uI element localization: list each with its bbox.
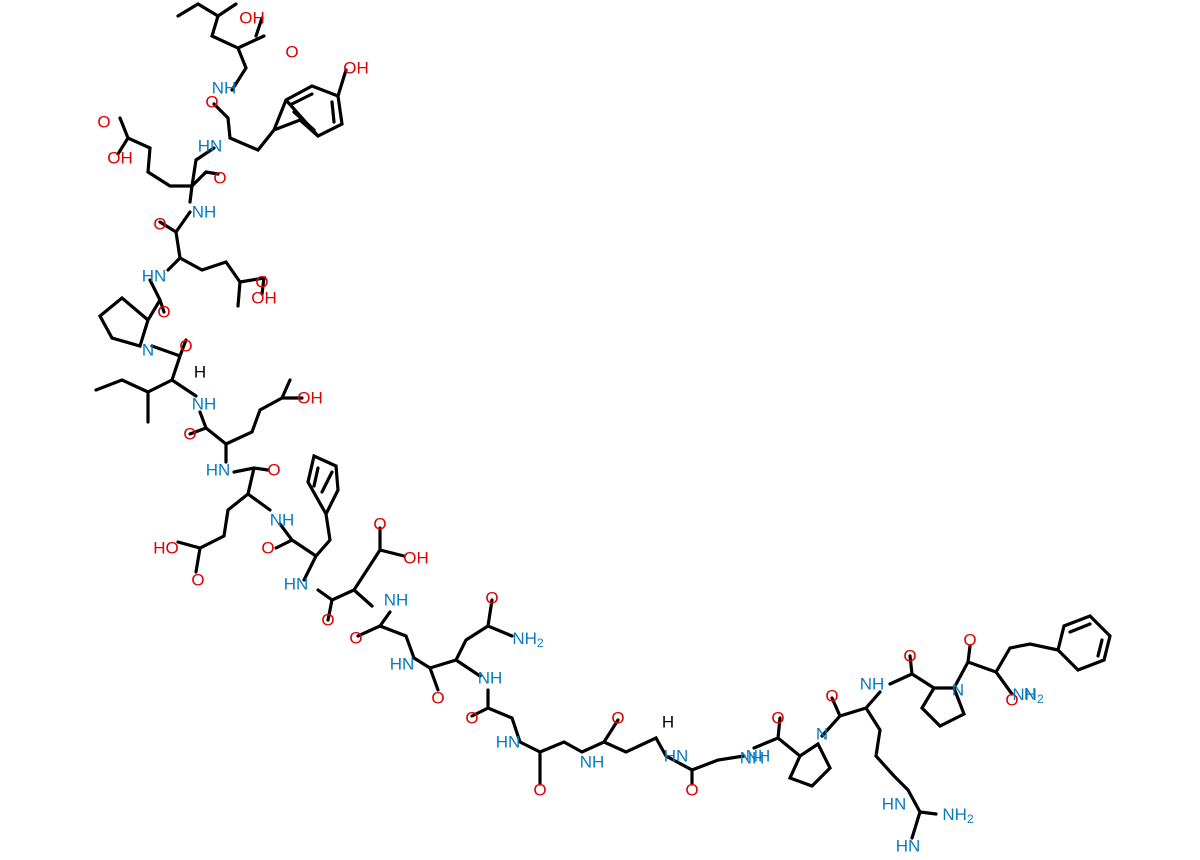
- atom-label: OH: [239, 9, 265, 28]
- atom-label: HN: [664, 747, 689, 766]
- atom-label: O: [903, 647, 916, 666]
- glutamate-residue-2: [158, 210, 266, 308]
- glutamate-residue-1: [116, 116, 220, 204]
- proline-residue-2: [752, 716, 832, 788]
- atom-label: N: [142, 341, 154, 360]
- glycine-chain: [470, 688, 746, 786]
- atom-label: NH: [860, 675, 885, 694]
- atom-label: H: [194, 363, 206, 382]
- atom-label: O: [191, 571, 204, 590]
- atom-label: O: [963, 631, 976, 650]
- phenylalanine-ring-2: [1068, 622, 1104, 658]
- atom-label: NH: [270, 511, 295, 530]
- atom-label: HN: [284, 575, 309, 594]
- leucine-residue: [176, 2, 266, 92]
- atom-label: OH: [403, 549, 429, 568]
- proline-phenylalanine-segment: [888, 614, 1112, 728]
- atom-label: O: [157, 303, 170, 322]
- atom-label: HN: [496, 733, 521, 752]
- atom-label: OH: [297, 389, 323, 408]
- phenylalanine-residue-1: [274, 453, 340, 582]
- atom-label: HN: [198, 137, 223, 156]
- atom-label: NH2: [942, 805, 974, 827]
- atom-label: O: [255, 273, 268, 292]
- atom-label: HN: [896, 837, 921, 856]
- atom-label: O: [183, 425, 196, 444]
- atom-label: HN: [390, 655, 415, 674]
- atom-label: H: [662, 713, 674, 732]
- atom-label: NH2: [512, 629, 544, 651]
- tyrosine-inner-ring: [290, 92, 336, 132]
- atom-label: O: [213, 169, 226, 188]
- atom-label: N: [1024, 685, 1036, 704]
- phenylalanine-ring-1: [312, 466, 334, 494]
- atom-label: NH: [746, 747, 771, 766]
- atom-label: OH: [343, 59, 369, 78]
- atom-label: OH: [107, 149, 133, 168]
- atom-label: O: [825, 687, 838, 706]
- atom-label: O: [431, 689, 444, 708]
- atom-label: NH: [212, 79, 237, 98]
- atom-label: NH: [478, 669, 503, 688]
- atom-label: O: [349, 629, 362, 648]
- glutamate-residue-3: [188, 378, 304, 464]
- atom-label: HN: [206, 461, 231, 480]
- atom-label: O: [465, 709, 478, 728]
- atom-label: O: [685, 781, 698, 800]
- atom-label: NH: [192, 395, 217, 414]
- atom-label: O: [485, 589, 498, 608]
- atom-label: O: [153, 215, 166, 234]
- atom-label: N: [816, 725, 828, 744]
- atom-label: O: [533, 781, 546, 800]
- atom-label: NH: [740, 749, 765, 768]
- tyrosine-residue: [212, 68, 348, 152]
- atom-label: O: [373, 515, 386, 534]
- atom-label: NH2: [1012, 685, 1044, 707]
- proline-residue-1: [97, 278, 166, 348]
- atom-label: HN: [142, 267, 167, 286]
- aspartate-residue: [316, 526, 406, 622]
- atom-label: O: [261, 539, 274, 558]
- atom-label: O: [179, 337, 192, 356]
- bond-layer: [94, 2, 1112, 840]
- glutamate-residue-4: [176, 466, 272, 574]
- atom-label: O: [1005, 691, 1018, 710]
- atom-label: O: [267, 461, 280, 480]
- isoleucine-residue: [94, 338, 198, 424]
- atom-label: O: [285, 43, 298, 62]
- atom-label: HO: [153, 539, 179, 558]
- atom-label: NH: [384, 591, 409, 610]
- atom-label: O: [205, 93, 218, 112]
- atom-label: O: [97, 113, 110, 132]
- atom-label: HN: [882, 795, 907, 814]
- atom-label: NH: [192, 203, 217, 222]
- atom-label: O: [611, 709, 624, 728]
- atom-label: NH: [580, 753, 605, 772]
- arginine-residue: [820, 690, 938, 840]
- atom-label: O: [321, 611, 334, 630]
- atom-label: O: [771, 709, 784, 728]
- glycine-asparagine-segment: [356, 598, 514, 692]
- atom-label: OH: [251, 289, 277, 308]
- atom-label: N: [952, 681, 964, 700]
